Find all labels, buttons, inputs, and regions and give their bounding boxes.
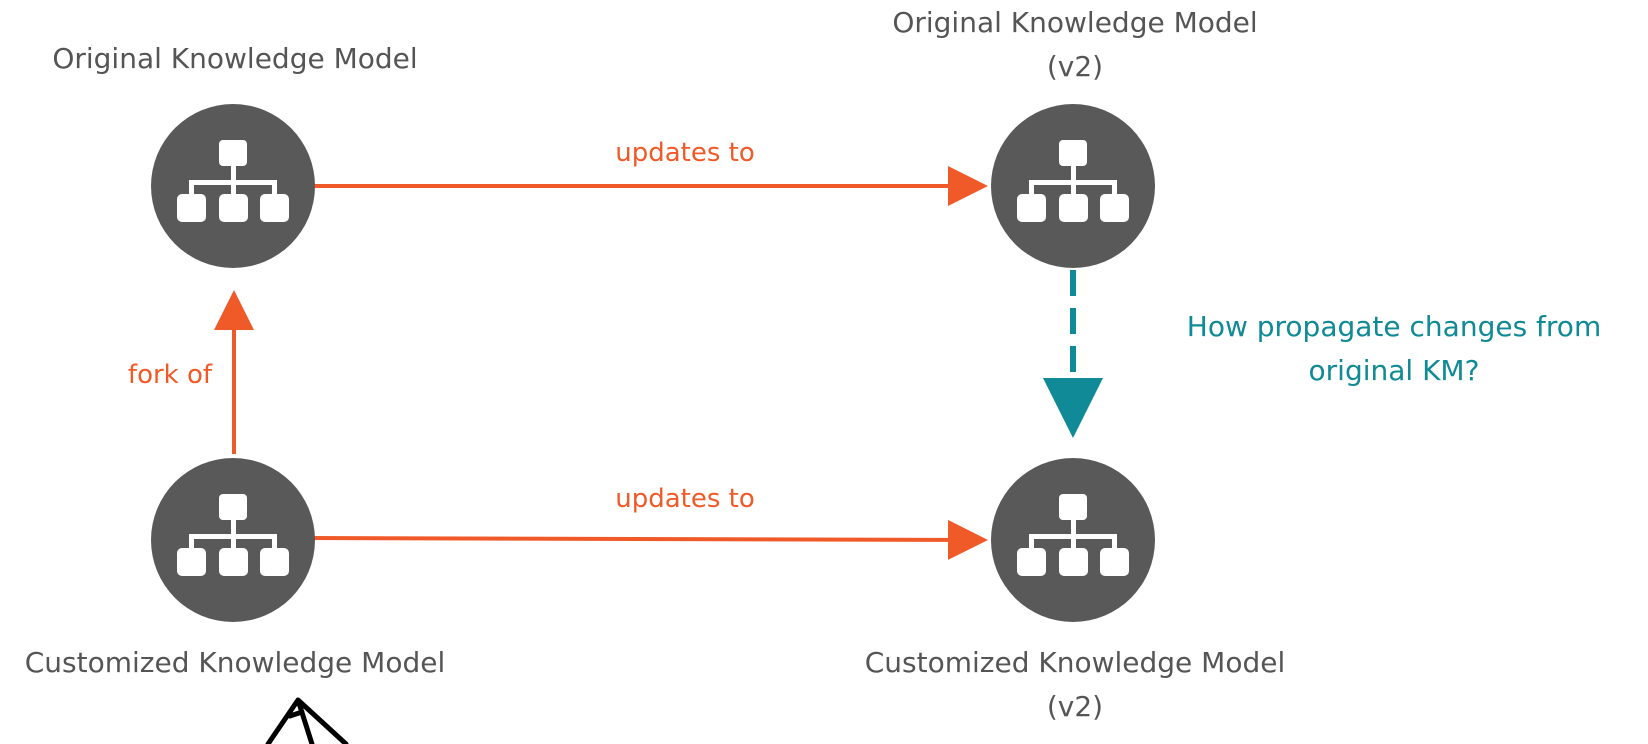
fork-of-label: fork of [127, 360, 213, 390]
original-km-node [151, 104, 315, 268]
customized-km-label: Customized Knowledge Model [24, 646, 446, 679]
top-updates-label: updates to [615, 138, 755, 168]
hierarchy-icon [177, 494, 289, 576]
original-km-v2-label-line1: Original Knowledge Model [892, 6, 1258, 39]
hierarchy-icon [1017, 494, 1129, 576]
original-km-v2-node [991, 104, 1155, 268]
propagate-question-line1: How propagate changes from [1186, 310, 1602, 343]
original-km-label: Original Knowledge Model [52, 42, 418, 75]
bottom-updates-arrow [307, 519, 988, 560]
customized-km-v2-node [991, 458, 1155, 622]
propagate-question-line2: original KM? [1308, 354, 1480, 387]
hierarchy-icon [1017, 140, 1129, 222]
cursor-icon [265, 697, 349, 744]
hierarchy-icon [177, 140, 289, 222]
customized-km-v2-label-line2: (v2) [1046, 690, 1104, 723]
customized-km-v2-label-line1: Customized Knowledge Model [864, 646, 1286, 679]
customized-km-node [151, 458, 315, 622]
original-km-v2-label-line2: (v2) [1046, 50, 1104, 83]
bottom-updates-label: updates to [615, 484, 755, 514]
